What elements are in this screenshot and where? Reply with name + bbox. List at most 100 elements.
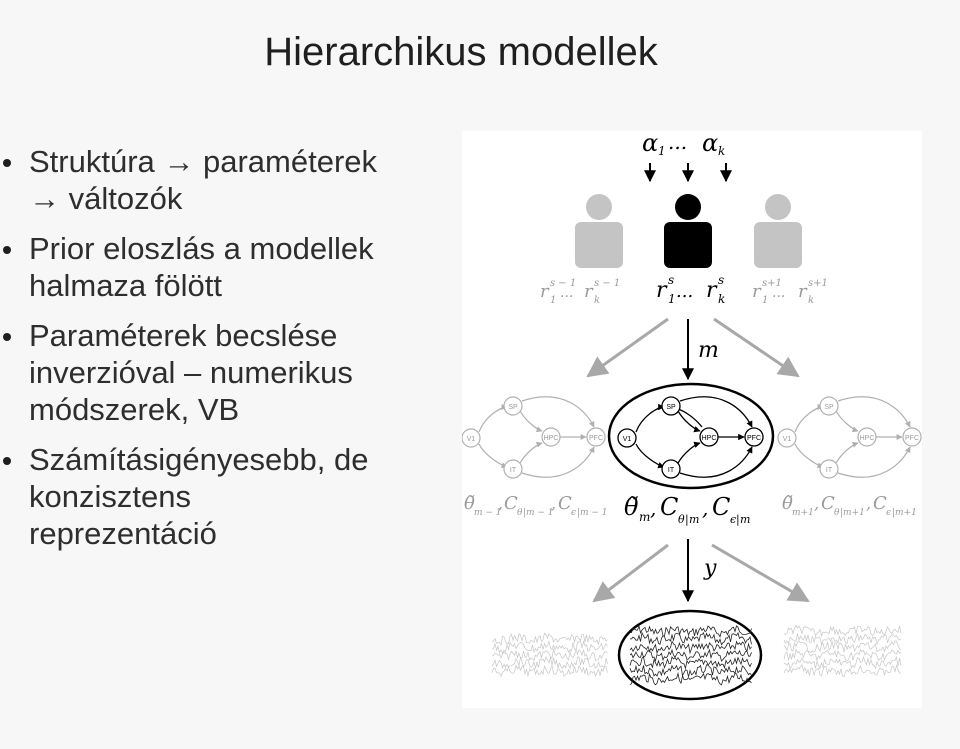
grey-arrow <box>592 543 669 603</box>
node-sp: SP <box>508 404 518 411</box>
theta-sub: m − 1 <box>474 508 502 518</box>
y-label: y <box>703 556 717 581</box>
bar: | <box>840 508 843 518</box>
theta-middle-label: θ̃ m , C θ | m , C ϵ | m <box>624 493 750 527</box>
alpha-sub-1: 1 <box>658 144 666 158</box>
r-dots: ... <box>772 285 785 301</box>
c-sub: ϵ <box>886 508 891 518</box>
signal-trace <box>629 631 752 646</box>
signal-traces-middle <box>629 624 752 686</box>
node-v1: V1 <box>467 436 476 443</box>
c-sub: θ <box>678 513 685 526</box>
alpha-dots: ... <box>668 131 687 154</box>
grey-arrow <box>586 317 669 378</box>
signal-trace <box>783 664 902 678</box>
signal-trace <box>783 632 902 646</box>
c-sub: m <box>740 513 750 526</box>
bullet-dot-icon <box>3 333 11 341</box>
alpha-symbol-k: α <box>702 131 718 157</box>
signal-trace <box>783 624 902 638</box>
node-it: IT <box>510 467 517 474</box>
bullet-text: Prior eloszlás a modellek halmaza fölött <box>29 231 374 303</box>
person-icon <box>754 194 802 268</box>
theta-right-label: θ̃ m+1 , C θ | m+1 , C ϵ | m+1 <box>782 493 917 518</box>
signal-trace <box>491 656 608 670</box>
model-ellipse <box>607 382 775 490</box>
node-hpc: HPC <box>860 435 875 442</box>
c-symbol: C <box>821 493 835 514</box>
signal-trace <box>629 672 752 686</box>
person-icon <box>664 194 712 268</box>
signal-trace <box>783 647 902 662</box>
r-right-label: r s+1 1 ... r s+1 k <box>752 278 828 306</box>
c-sub: θ <box>834 508 840 518</box>
r-sup: s <box>668 273 674 287</box>
brain-network-right: V1 SP IT HPC PFC <box>777 396 922 479</box>
c-sub: ϵ <box>571 508 576 518</box>
bullet-dot-icon <box>3 246 11 254</box>
alpha-hyperparameters-label: α 1 ... α k <box>642 131 725 158</box>
node-pfc: PFC <box>589 435 603 442</box>
comma: , <box>702 496 708 520</box>
comma: , <box>814 494 819 513</box>
r-sub: k <box>594 295 600 306</box>
r-sub: 1 <box>762 295 768 306</box>
bullet-item: Számításigényesebb, de konzisztens repre… <box>0 441 460 552</box>
r-symbol: r <box>656 278 668 303</box>
r-sub: 1 <box>550 295 556 306</box>
theta-symbol: θ̃ <box>624 493 639 521</box>
bullet-list: Struktúra → paraméterek → változók Prior… <box>0 143 460 565</box>
signal-traces-left <box>491 632 608 678</box>
bullet-text: Struktúra → paraméterek → változók <box>29 144 378 216</box>
person-icon <box>575 194 623 268</box>
data-ellipse <box>617 609 763 701</box>
comma: , <box>498 494 503 513</box>
node-hpc: HPC <box>702 435 717 442</box>
m-label: m <box>698 338 719 363</box>
c-sub: m+1 <box>843 508 865 518</box>
r-sup: s − 1 <box>594 278 620 289</box>
c-sub: m − 1 <box>526 508 554 518</box>
signal-trace <box>783 640 902 654</box>
c-symbol: C <box>712 493 730 521</box>
r-symbol: r <box>706 278 718 303</box>
node-sp: SP <box>666 404 676 411</box>
c-sub: m+1 <box>895 508 917 518</box>
bullet-item: Paraméterek becslése inverzióval – numer… <box>0 317 460 428</box>
c-symbol: C <box>504 493 518 514</box>
r-dots: ... <box>560 285 573 301</box>
bar: | <box>577 508 580 518</box>
bar: | <box>892 508 895 518</box>
signal-traces-right <box>783 624 902 678</box>
r-symbol: r <box>798 281 808 302</box>
r-sup: s+1 <box>808 278 828 289</box>
comma: , <box>866 494 871 513</box>
r-sub: k <box>718 292 725 306</box>
alpha-symbol: α <box>642 131 658 157</box>
r-sup: s <box>718 273 724 287</box>
grey-arrow <box>713 317 800 378</box>
node-v1: V1 <box>623 436 632 443</box>
signal-trace <box>491 632 608 647</box>
bar: | <box>523 508 526 518</box>
c-sub: ϵ <box>730 513 736 526</box>
slide-title: Hierarchikus modellek <box>264 30 658 74</box>
signal-trace <box>491 664 608 678</box>
r-sub: k <box>808 295 814 306</box>
c-symbol: C <box>660 493 678 521</box>
brain-network-middle: V1 SP IT HPC PFC <box>617 396 764 479</box>
theta-sub: m <box>639 510 650 524</box>
theta-sub: m+1 <box>792 508 814 518</box>
signal-trace <box>491 640 608 654</box>
c-sub: m − 1 <box>580 508 608 518</box>
comma: , <box>551 494 556 513</box>
r-symbol: r <box>752 281 762 302</box>
signal-trace <box>629 656 752 670</box>
brain-network-left: V1 SP IT HPC PFC <box>462 396 606 479</box>
signal-trace <box>629 648 752 662</box>
node-it: IT <box>826 467 833 474</box>
c-sub: θ <box>517 508 523 518</box>
hierarchical-model-figure: α 1 ... α k r s − 1 1 ... r s − 1 k r s … <box>462 131 922 708</box>
comma: , <box>650 496 656 520</box>
r-symbol: r <box>540 281 550 302</box>
